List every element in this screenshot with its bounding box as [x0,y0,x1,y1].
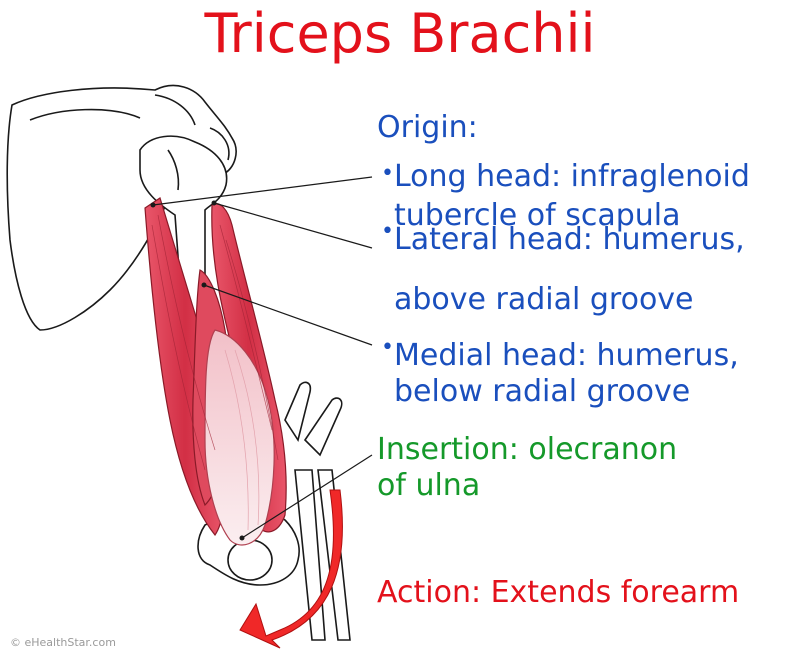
action-text: Action: Extends forearm [377,575,740,610]
triceps-muscle [144,197,287,546]
diagram-title: Triceps Brachii [204,2,596,65]
leader-lines [152,176,373,539]
origin-lateral-head-line2: above radial groove [394,282,694,317]
origin-medial-head-line2: below radial groove [394,374,691,409]
origin-medial-head-line1: Medial head: humerus, [394,338,739,373]
origin-long-head-line1: Long head: infraglenoid [394,159,750,194]
extension-arrow [239,489,343,649]
insertion-line1: Insertion: olecranon [377,432,678,467]
copyright-credit: © eHealthStar.com [10,636,116,649]
leader-dots [150,200,245,541]
origin-heading: Origin: [377,110,478,145]
bullet-3: • [381,335,394,360]
origin-lateral-head-line1: Lateral head: humerus, [394,222,745,257]
bullet-2: • [381,219,394,244]
insertion-line2: of ulna [377,468,481,503]
origin-long-head-line2: tubercle of scapula [394,198,681,233]
bullet-1: • [381,161,394,186]
